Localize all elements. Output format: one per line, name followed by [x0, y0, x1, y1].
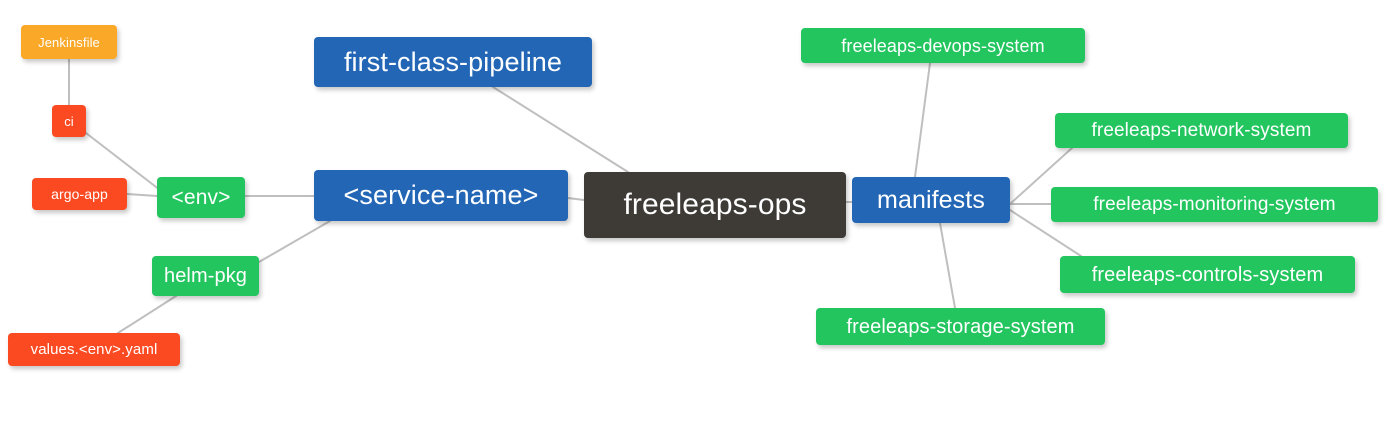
node-label-devops: freeleaps-devops-system: [841, 35, 1045, 56]
edge-manifests-to-network: [1009, 147, 1073, 205]
node-label-helm-pkg: helm-pkg: [163, 265, 248, 287]
node-ci[interactable]: ci: [52, 105, 86, 137]
node-label-values-yaml: values.<env>.yaml: [30, 341, 158, 358]
node-storage[interactable]: freeleaps-storage-system: [816, 308, 1105, 345]
node-manifests[interactable]: manifests: [852, 177, 1010, 223]
node-label-controls: freeleaps-controls-system: [1091, 263, 1324, 286]
edge-service-name-to-root: [567, 197, 585, 201]
edge-service-name-to-helm-pkg: [258, 220, 331, 263]
node-label-network: freeleaps-network-system: [1091, 120, 1312, 141]
node-devops[interactable]: freeleaps-devops-system: [801, 28, 1085, 63]
node-label-monitoring: freeleaps-monitoring-system: [1093, 194, 1336, 215]
edge-helm-pkg-to-values-yaml: [117, 295, 177, 334]
node-label-storage: freeleaps-storage-system: [846, 315, 1075, 338]
node-values-yaml[interactable]: values.<env>.yaml: [8, 333, 180, 366]
edge-manifests-to-devops: [914, 62, 931, 178]
node-label-service-name: <service-name>: [343, 180, 539, 210]
edge-pipeline-to-root: [492, 86, 629, 173]
node-network[interactable]: freeleaps-network-system: [1055, 113, 1348, 148]
node-pipeline[interactable]: first-class-pipeline: [314, 37, 592, 87]
node-env[interactable]: <env>: [157, 177, 245, 218]
node-label-jenkinsfile: Jenkinsfile: [38, 34, 100, 50]
node-argo-app[interactable]: argo-app: [32, 178, 127, 210]
node-service-name[interactable]: <service-name>: [314, 170, 568, 221]
edge-manifests-to-controls: [1009, 209, 1082, 257]
edge-manifests-to-storage: [939, 222, 956, 309]
edge-ci-to-env: [85, 132, 161, 191]
node-label-env: <env>: [171, 186, 231, 209]
node-label-argo-app: argo-app: [51, 186, 108, 202]
node-controls[interactable]: freeleaps-controls-system: [1060, 256, 1355, 293]
node-helm-pkg[interactable]: helm-pkg: [152, 256, 259, 296]
edge-argo-app-to-env: [126, 193, 158, 197]
node-label-ci: ci: [64, 113, 74, 129]
node-label-manifests: manifests: [877, 185, 985, 214]
node-label-pipeline: first-class-pipeline: [343, 46, 563, 77]
node-label-root: freeleaps-ops: [623, 188, 807, 221]
node-jenkinsfile[interactable]: Jenkinsfile: [21, 25, 117, 59]
node-monitoring[interactable]: freeleaps-monitoring-system: [1051, 187, 1378, 222]
node-root[interactable]: freeleaps-ops: [584, 172, 846, 238]
